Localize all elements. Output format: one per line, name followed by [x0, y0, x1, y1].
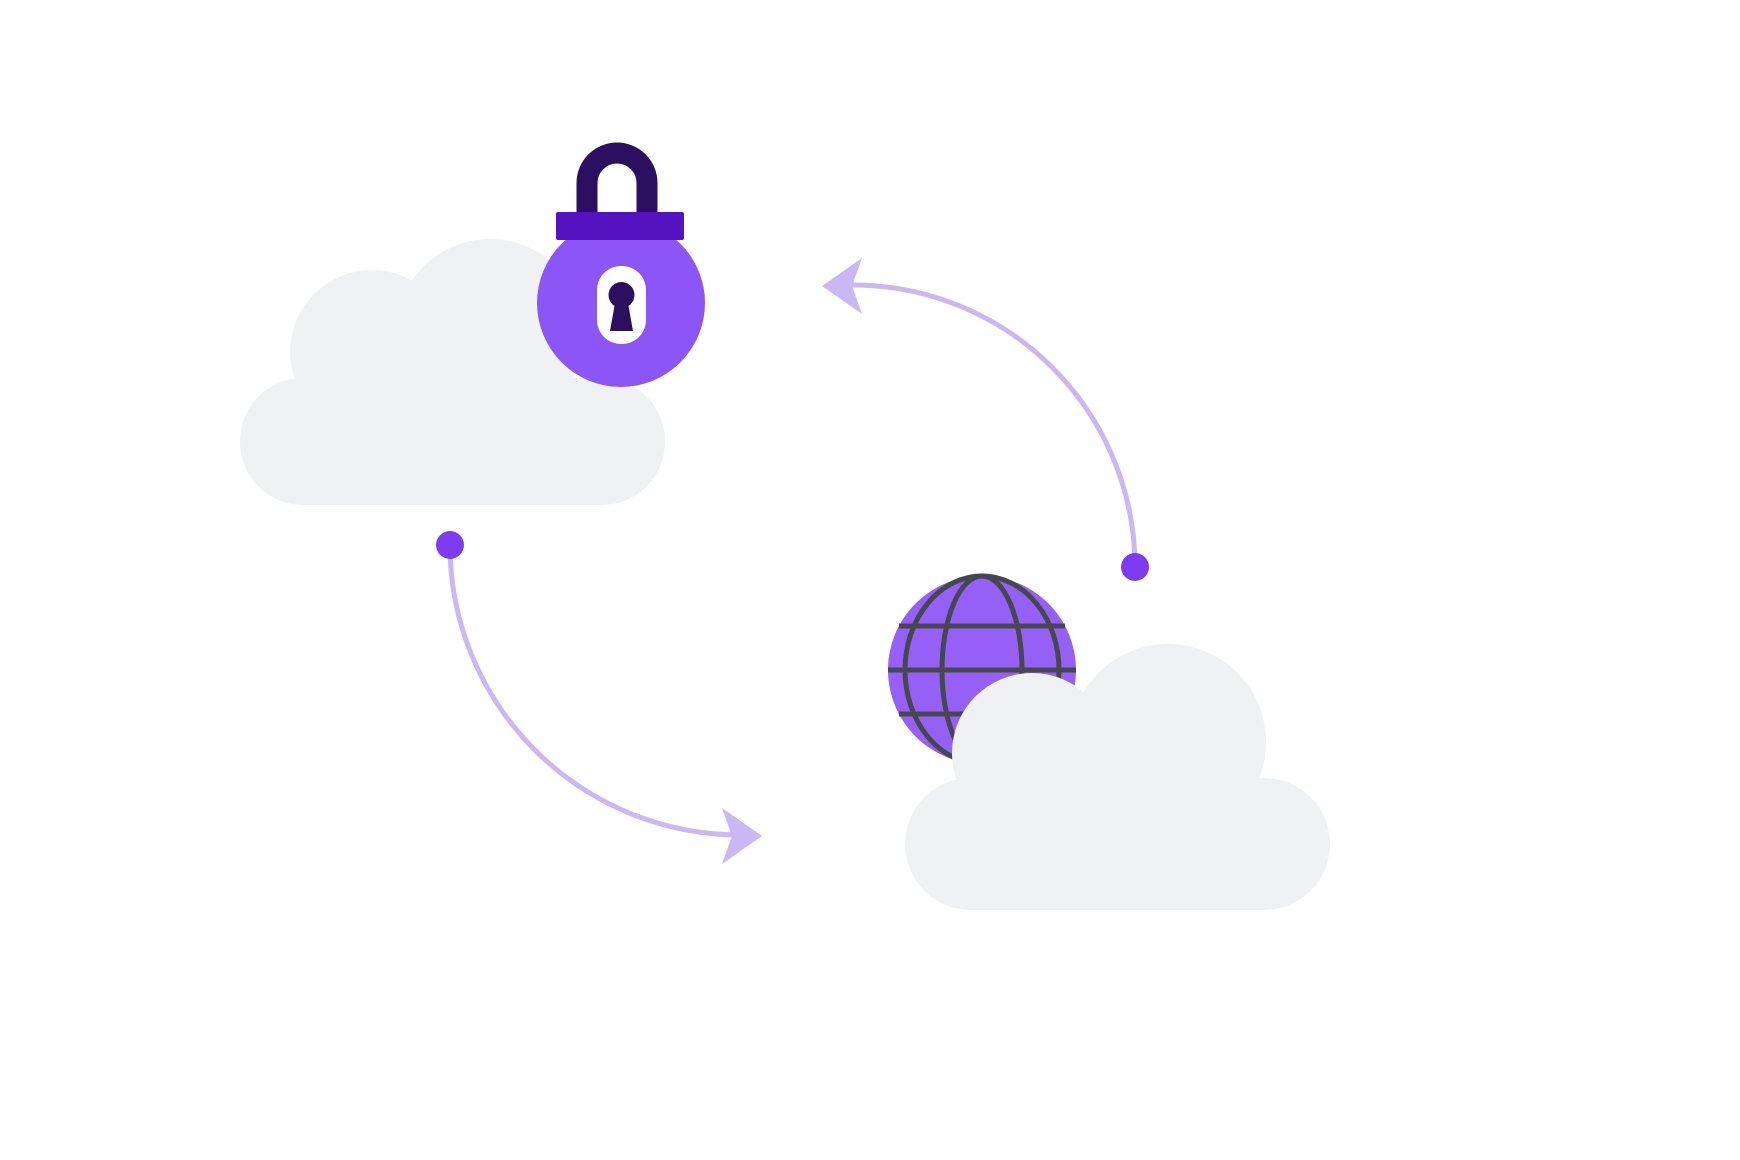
lock-band	[556, 212, 684, 240]
sync-arrows	[436, 258, 1149, 864]
arrow-start-dot-right	[1121, 553, 1149, 581]
cloud-bump-large	[396, 239, 584, 427]
secure-cloud	[240, 142, 705, 505]
arrow-curve-down	[447, 542, 743, 838]
arrowhead-up-icon	[822, 258, 862, 314]
padlock-icon	[537, 142, 705, 387]
cloud-right	[905, 644, 1330, 910]
cloud-left	[240, 239, 665, 505]
cloud-bump-small	[952, 673, 1112, 833]
arrow-curve-up	[850, 282, 1138, 570]
cloud-bump-large	[1070, 644, 1266, 840]
keyhole-circle	[608, 282, 635, 308]
arrow-start-dot-left	[436, 531, 464, 559]
lock-shackle	[576, 142, 658, 218]
global-cloud	[888, 573, 1330, 910]
arrowhead-down-icon	[722, 808, 762, 864]
keyhole-stem	[610, 303, 633, 331]
keyhole-icon	[597, 266, 646, 344]
